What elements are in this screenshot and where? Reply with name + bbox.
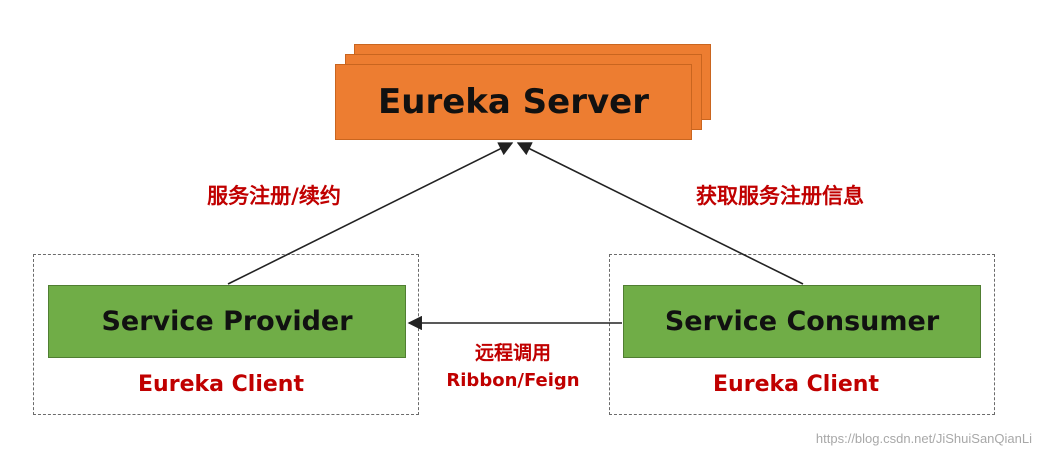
consumer-client-frame [609,254,995,415]
provider-client-label: Eureka Client [138,372,304,397]
remote-call-edge-label: 远程调用 [474,342,552,364]
consumer-client-label: Eureka Client [713,372,879,397]
service-consumer-label: Service Consumer [664,306,940,337]
eureka-server-label: Eureka Server [378,82,649,122]
fetch-arrow [516,142,804,285]
provider-client-frame [33,254,419,415]
service-consumer-node: Service Consumer [623,285,981,358]
remote-call-via-label: Ribbon/Feign [446,370,580,391]
service-provider-label: Service Provider [101,306,353,337]
register-edge-label: 服务注册/续约 [207,184,341,208]
register-arrow [227,142,514,285]
watermark-text: https://blog.csdn.net/JiShuiSanQianLi [815,431,1032,446]
fetch-edge-label: 获取服务注册信息 [696,184,864,208]
service-provider-node: Service Provider [48,285,406,358]
eureka-server-node: Eureka Server [335,64,692,140]
